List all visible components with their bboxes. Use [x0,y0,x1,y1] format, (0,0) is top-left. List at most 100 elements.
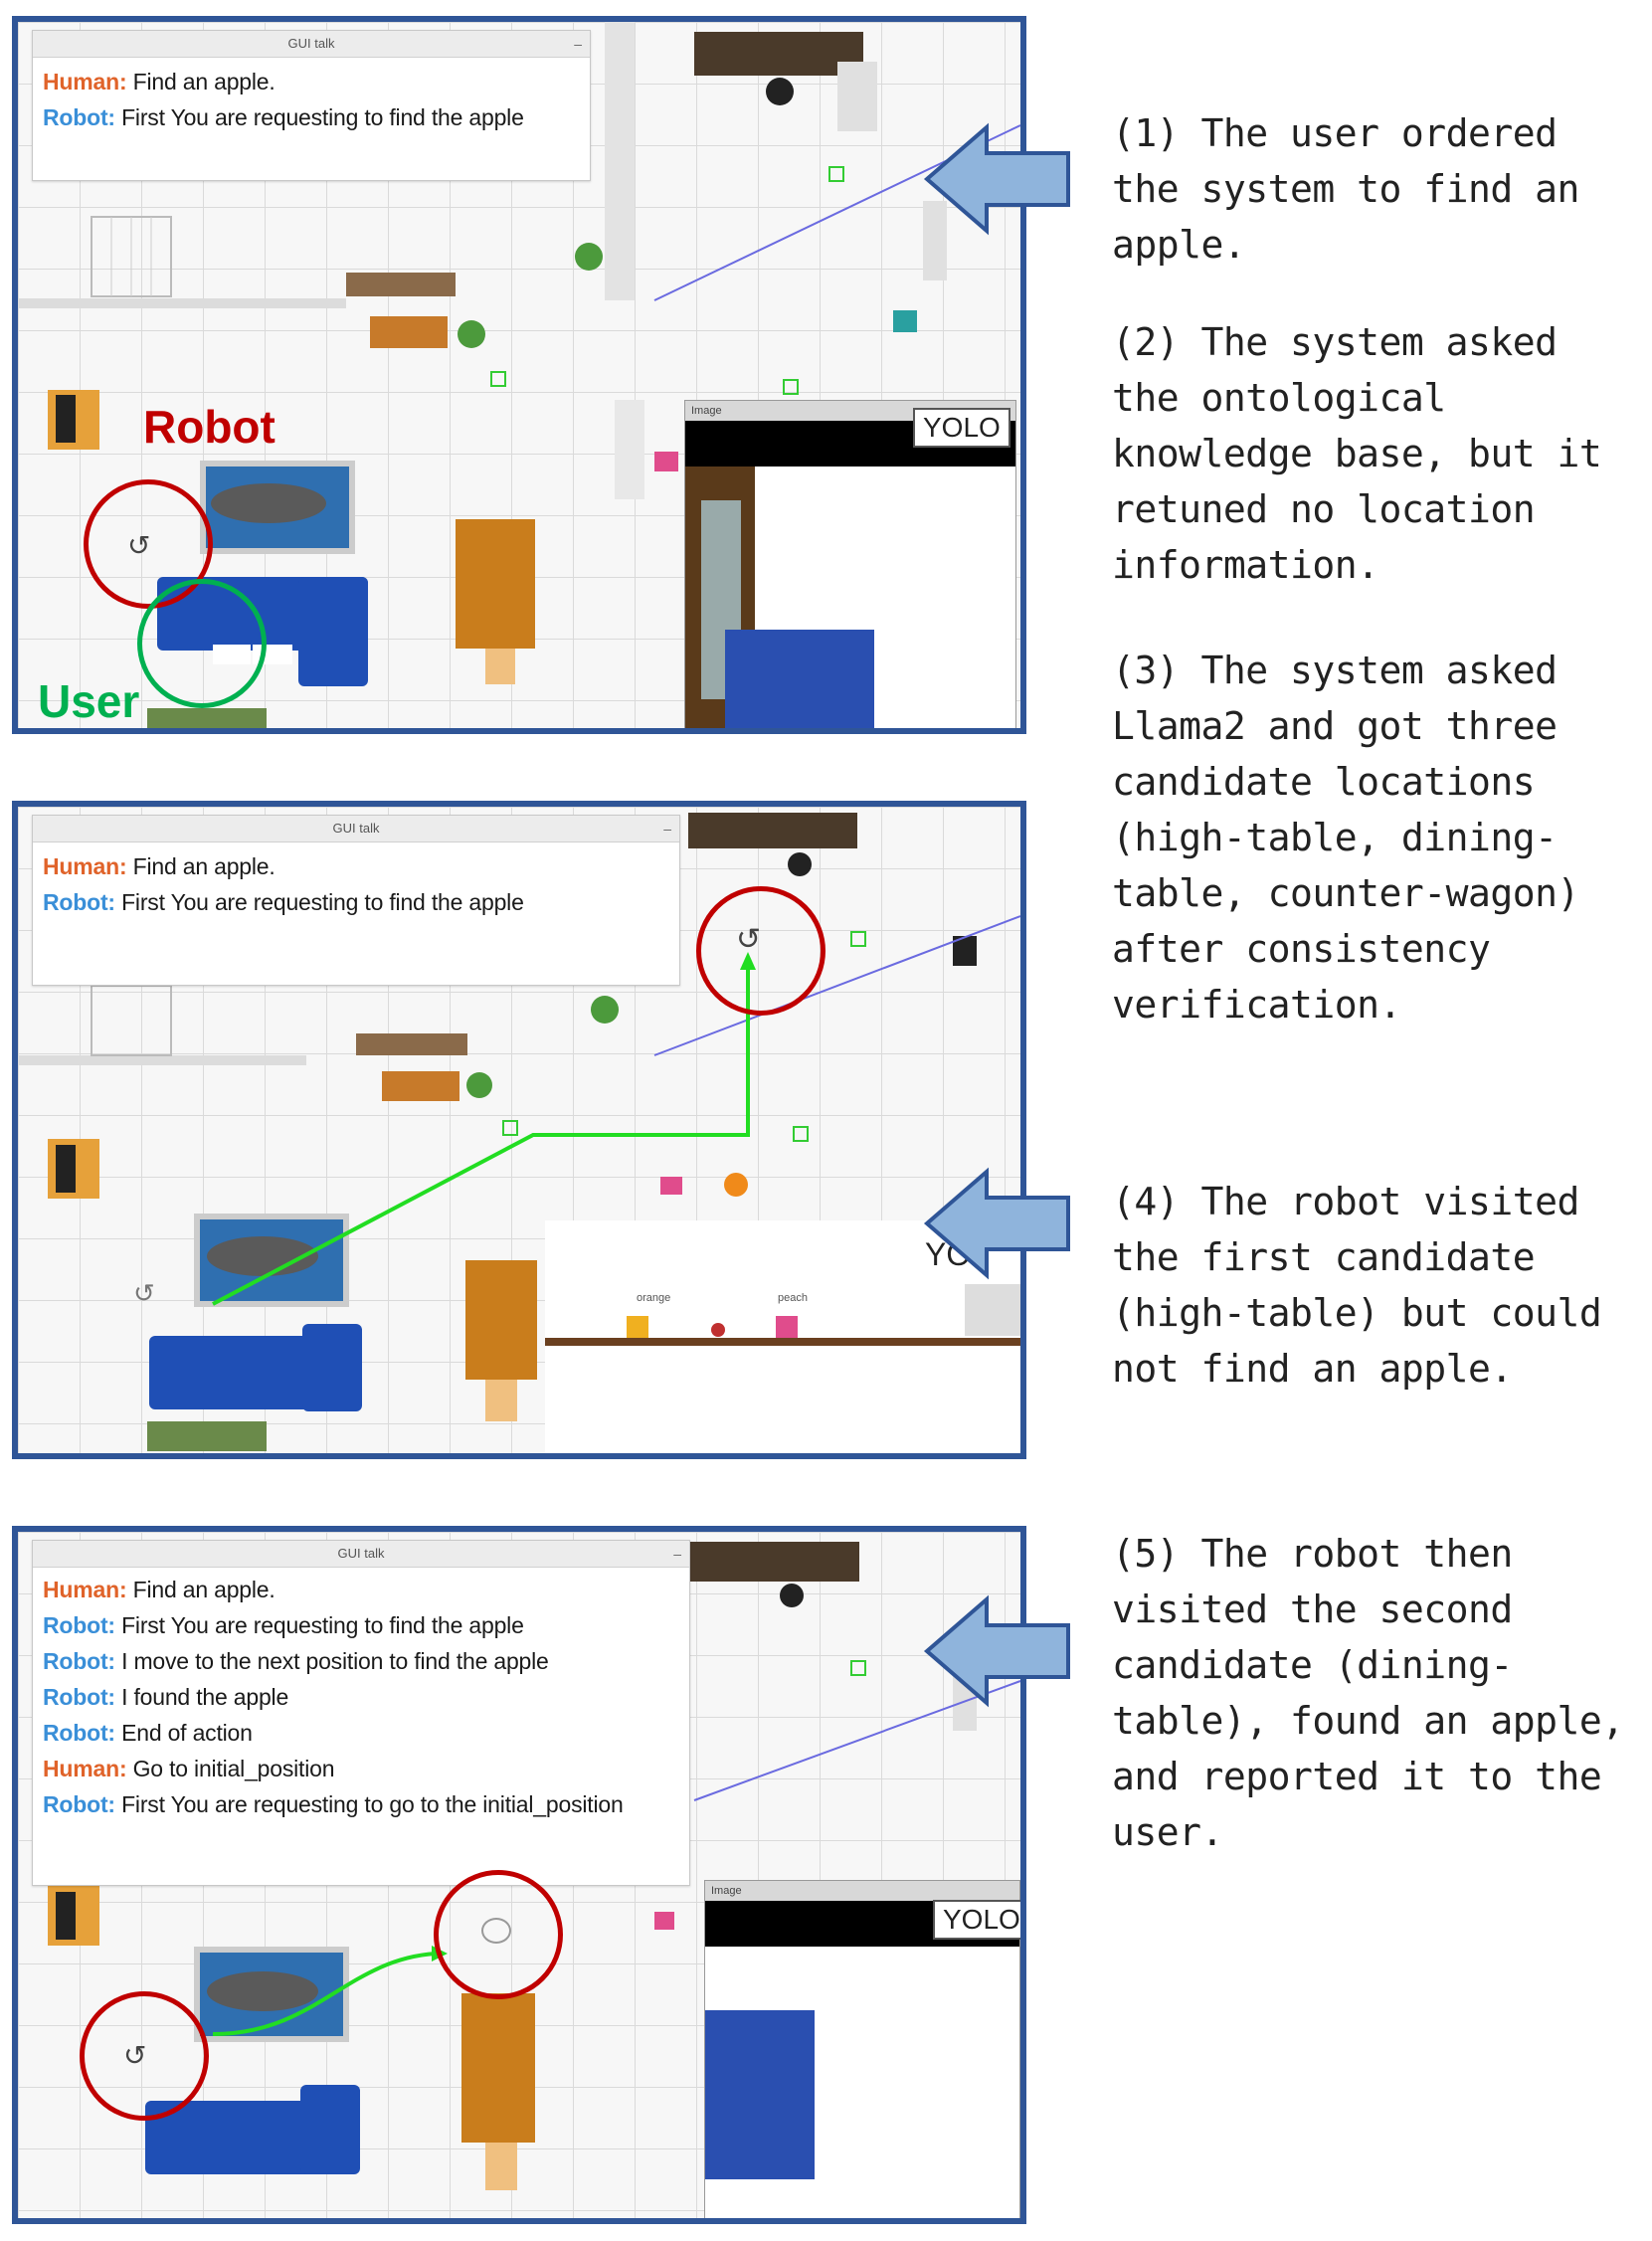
robot-icon: ↺ [736,923,762,956]
chat-message: Human: Go to initial_position [43,1751,679,1786]
speaker-label: Human: [43,1756,127,1781]
caption-step-1: (1) The user ordered the system to find … [1112,105,1579,273]
minimize-icon[interactable]: – [574,36,582,52]
speaker-label: Robot: [43,1684,115,1710]
caption-line: Llama2 and got three [1112,704,1558,748]
robot-highlight-circle [696,886,826,1016]
camera-sofa [725,630,874,728]
caption-line: table, counter-wagon) [1112,871,1579,915]
caption-line: (1) The user ordered [1112,111,1558,155]
chat-titlebar: GUI talk – [33,816,679,842]
speaker-label: Human: [43,1577,127,1602]
pointer-arrow-2 [923,1167,1070,1280]
chat-log: Human: Find an apple. Robot: First You a… [33,842,679,926]
caption-step-4: (4) The robot visited the first candidat… [1112,1174,1602,1397]
chat-message: Robot: First You are requesting to find … [43,1607,679,1643]
robot-start-highlight-circle [80,1991,209,2121]
message-text: Find an apple. [126,1577,275,1602]
speaker-label: Robot: [43,889,115,915]
caption-line: user. [1112,1810,1223,1854]
caption-line: the first candidate [1112,1235,1536,1279]
scene-map-3 [48,1542,1020,2190]
caption-line: not find an apple. [1112,1347,1513,1391]
minimize-icon[interactable]: – [673,1546,681,1562]
message-text: First You are requesting to find the app… [114,1612,524,1638]
yolo-label: YOLO [933,1900,1020,1940]
robot-icon: ↺ [127,530,151,561]
dining-table-highlight-circle [434,1870,563,1999]
robot-start-icon: ↺ [133,1278,155,1308]
message-text: Find an apple. [126,69,275,94]
scene-panel-2: GUI talk – Human: Find an apple. Robot: … [12,801,1026,1459]
chat-window: GUI talk – Human: Find an apple. Robot: … [32,30,591,181]
caption-line: table), found an apple, [1112,1699,1624,1743]
caption-line: and reported it to the [1112,1755,1602,1798]
message-text: I found the apple [114,1684,289,1710]
caption-line: the ontological [1112,376,1446,420]
robot-ghost-icon [481,1918,511,1944]
speaker-label: Human: [43,69,127,94]
caption-line: (2) The system asked [1112,320,1558,364]
camera-sofa [705,2010,815,2179]
chat-message: Robot: First You are requesting to find … [43,99,580,135]
caption-line: (high-table) but could [1112,1291,1602,1335]
speaker-label: Robot: [43,1791,115,1817]
chat-message: Human: Find an apple. [43,64,580,99]
caption-line: information. [1112,543,1379,587]
chat-message: Robot: I move to the next position to fi… [43,1643,679,1679]
speaker-label: Robot: [43,1612,115,1638]
robot-label: Robot [143,401,275,453]
minimize-icon[interactable]: – [663,821,671,837]
caption-line: visited the second [1112,1587,1513,1631]
message-text: First You are requesting to find the app… [114,889,524,915]
caption-line: retuned no location [1112,487,1536,531]
chat-titlebar: GUI talk – [33,31,590,58]
camera-image-window: Image [684,400,1016,728]
caption-line: (5) The robot then [1112,1532,1513,1576]
message-text: Go to initial_position [126,1756,335,1781]
chat-title: GUI talk [287,36,335,51]
speaker-label: Robot: [43,104,115,130]
caption-line: candidate locations [1112,760,1536,804]
user-highlight-circle [137,579,267,708]
scene-panel-1: GUI talk – Human: Find an apple. Robot: … [12,16,1026,734]
caption-line: (4) The robot visited [1112,1180,1579,1223]
caption-line: verification. [1112,983,1401,1027]
message-text: First You are requesting to go to the in… [114,1791,624,1817]
yolo-label: YOLO [913,408,1010,448]
chat-message: Human: Find an apple. [43,848,669,884]
chat-message: Robot: End of action [43,1715,679,1751]
scene-panel-3: GUI talk – Human: Find an apple. Robot: … [12,1526,1026,2224]
message-text: I move to the next position to find the … [114,1648,549,1674]
caption-line: candidate (dining- [1112,1643,1513,1687]
pointer-arrow-1 [923,122,1070,236]
caption-line: (high-table, dining- [1112,816,1558,859]
chat-title: GUI talk [332,821,380,836]
chat-log: Human: Find an apple. Robot: First You a… [33,1568,689,1828]
chat-message: Human: Find an apple. [43,1572,679,1607]
caption-step-5: (5) The robot then visited the second ca… [1112,1526,1624,1860]
speaker-label: Robot: [43,1648,115,1674]
chat-message: Robot: I found the apple [43,1679,679,1715]
chat-title: GUI talk [337,1546,385,1561]
caption-line: apple. [1112,223,1246,267]
caption-step-3: (3) The system asked Llama2 and got thre… [1112,643,1579,1032]
object-tag-orange: orange [637,1292,671,1304]
chat-window: GUI talk – Human: Find an apple. Robot: … [32,815,680,986]
message-text: End of action [114,1720,253,1746]
caption-step-2: (2) The system asked the ontological kno… [1112,314,1602,593]
scene-map-2 [18,813,1020,1453]
object-tag-peach: peach [778,1292,808,1304]
caption-line: (3) The system asked [1112,649,1558,692]
chat-window: GUI talk – Human: Find an apple. Robot: … [32,1540,690,1886]
robot-icon: ↺ [123,2040,147,2071]
message-text: First You are requesting to find the app… [114,104,524,130]
chat-message: Robot: First You are requesting to go to… [43,1786,679,1822]
image-window-title: Image [705,1881,1019,1901]
pointer-arrow-3 [923,1594,1070,1708]
caption-line: knowledge base, but it [1112,432,1602,475]
caption-line: the system to find an [1112,167,1579,211]
caption-line: after consistency [1112,927,1491,971]
chat-message: Robot: First You are requesting to find … [43,884,669,920]
user-label: User [38,675,140,727]
